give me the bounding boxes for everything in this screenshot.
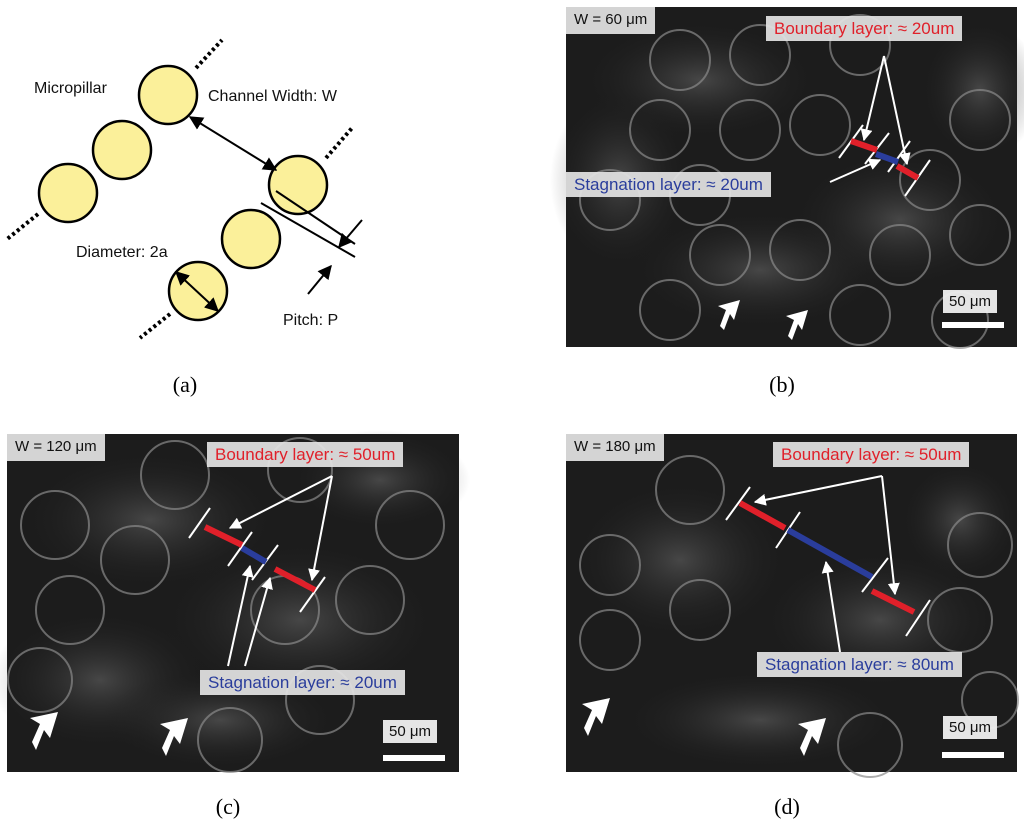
flow-arrow	[582, 698, 610, 736]
boundary-label-d: Boundary layer: ≈ 50um	[773, 442, 970, 468]
stagnation-arrow	[874, 151, 900, 165]
pillar	[167, 260, 229, 322]
scale-bar	[942, 752, 1004, 758]
dotted-continuation	[4, 212, 40, 242]
width-label-d: W = 180 μm	[566, 434, 664, 461]
boundary-label-b: Boundary layer: ≈ 20um	[766, 16, 963, 42]
stagnation-arrow	[240, 545, 268, 565]
channel-width-arrow	[188, 116, 278, 171]
pillar	[267, 154, 329, 216]
boundary-arrow	[895, 163, 920, 181]
pitch-label: Pitch: P	[283, 312, 339, 329]
dotted-continuation	[324, 126, 354, 160]
panel-c-micrograph	[0, 430, 470, 773]
panel-a-schematic	[4, 38, 363, 340]
pillar	[37, 162, 99, 224]
scale-label-d: 50 μm	[943, 716, 997, 739]
boundary-arrow	[850, 138, 878, 153]
width-label-c: W = 120 μm	[7, 434, 105, 461]
stagnation-label-c: Stagnation layer: ≈ 20um	[200, 670, 405, 696]
pillar	[137, 64, 199, 126]
width-label-b: W = 60 μm	[566, 7, 656, 34]
dotted-continuation	[194, 38, 224, 70]
pitch-arrow	[307, 264, 332, 295]
caption-c: (c)	[215, 794, 241, 819]
stagnation-arrow	[786, 527, 874, 580]
channel-width-label: Channel Width: W	[208, 88, 337, 105]
boundary-label-c: Boundary layer: ≈ 50um	[207, 442, 404, 468]
pillar	[91, 119, 153, 181]
boundary-arrow	[273, 566, 317, 593]
scale-label-b: 50 μm	[943, 290, 997, 313]
diameter-arrow	[174, 271, 220, 312]
scale-bar	[942, 322, 1004, 328]
diameter-label: Diameter: 2a	[76, 244, 168, 261]
panel-b-micrograph	[550, 7, 1024, 349]
pillar	[220, 208, 282, 270]
boundary-arrow	[870, 588, 916, 615]
caption-b: (b)	[769, 372, 795, 397]
stagnation-label-b: Stagnation layer: ≈ 20um	[566, 172, 771, 198]
flow-arrow	[30, 712, 58, 750]
dotted-continuation	[138, 312, 172, 340]
flow-arrow	[786, 310, 808, 340]
micropillar-label: Micropillar	[34, 80, 107, 97]
flow-arrow	[718, 300, 740, 330]
boundary-arrow	[203, 524, 244, 548]
boundary-arrow	[738, 500, 787, 531]
stagnation-label-d: Stagnation layer: ≈ 80um	[757, 652, 962, 678]
caption-a: (a)	[172, 372, 198, 397]
scale-bar	[383, 755, 445, 761]
caption-d: (d)	[774, 794, 800, 819]
scale-label-c: 50 μm	[383, 720, 437, 743]
pitch-arrow	[338, 219, 363, 249]
flow-arrow	[798, 718, 826, 756]
flow-arrow	[160, 718, 188, 756]
